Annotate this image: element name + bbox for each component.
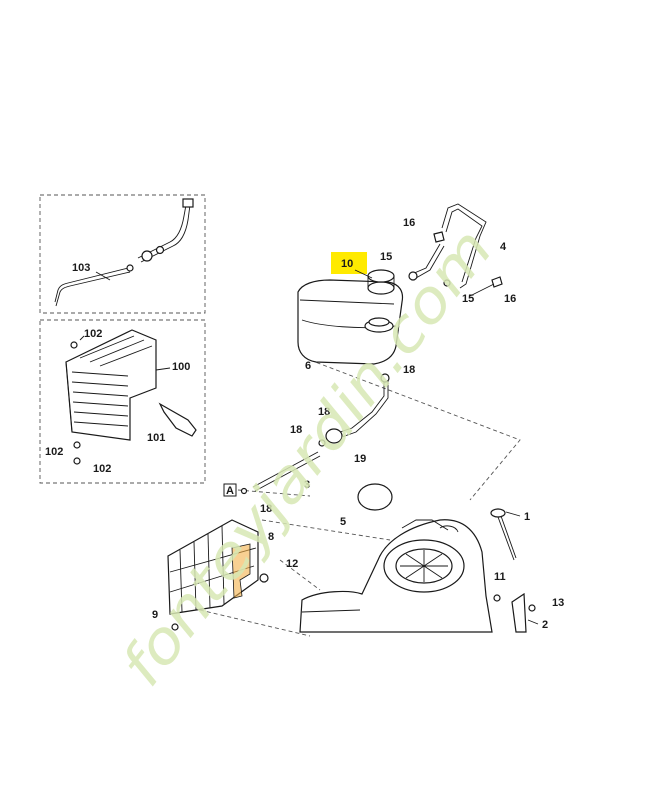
callout-102-top: 102 [84,328,102,340]
callout-18-mid: 18 [318,406,330,418]
inset-box-lower: 102 100 101 102 102 [39,319,206,484]
callout-8: 8 [268,531,274,543]
dipstick-icon [490,508,517,561]
callout-3: 3 [304,479,310,491]
callout-19: 19 [354,453,366,465]
callout-12: 12 [286,558,298,570]
callout-4: 4 [500,241,507,253]
callout-18-right: 18 [403,364,415,376]
engine-bracket-icon [511,592,527,633]
callout-11: 11 [494,571,506,583]
fuel-cap-icon [367,269,395,295]
callout-102-bottom: 102 [93,463,111,475]
callout-16-top: 16 [403,217,415,229]
callout-1: 1 [524,511,530,523]
fuel-hose-icon [318,373,390,447]
callout-100: 100 [172,361,190,373]
callout-15-right: 15 [462,293,474,305]
marker-box-a [223,483,237,497]
callout-9: 9 [152,609,158,621]
callout-103: 103 [72,262,90,274]
callout-10: 10 [341,258,353,270]
callout-16-right: 16 [504,293,516,305]
air-filter-icon [357,483,393,511]
fuel-tank-icon [297,279,404,365]
guard-cage-icon [167,519,259,615]
callout-2: 2 [542,619,548,631]
callout-15-top: 15 [380,251,392,263]
callout-101: 101 [147,432,165,444]
highlight-10 [331,252,367,274]
engine-icon [299,519,493,633]
bracket-icon [411,203,487,289]
callout-102-mid: 102 [45,446,63,458]
assembly-guide-lines [199,359,521,637]
callout-a: A [226,485,234,497]
callout-6: 6 [305,360,311,372]
callout-13: 13 [552,597,564,609]
callout-5: 5 [340,516,346,528]
callout-18-lower: 18 [260,503,272,515]
fuel-hose-icon [54,267,129,303]
callout-18-left: 18 [290,424,302,436]
inset-box-upper: 103 [39,194,206,314]
